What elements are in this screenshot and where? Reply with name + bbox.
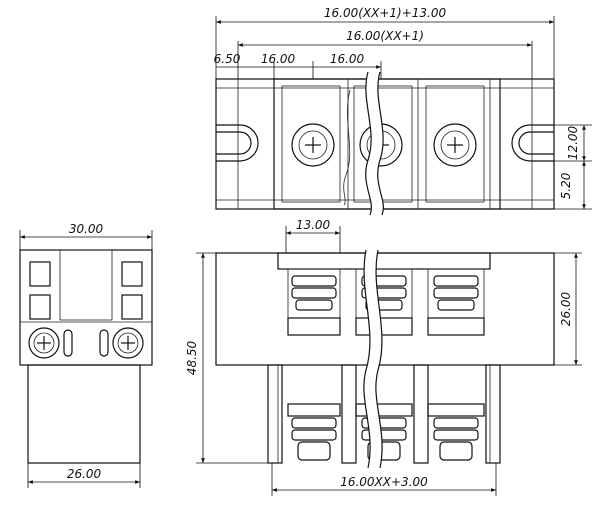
dim-front-upper: 26.00 [559, 291, 573, 326]
dim-top-edge: 6.50 [214, 52, 241, 66]
left-slot [216, 124, 259, 162]
break-line [365, 72, 384, 215]
break-line [363, 249, 371, 469]
dim-slot-width: 12.00 [566, 125, 580, 160]
dim-side-width: 30.00 [69, 222, 104, 236]
dim-front-height: 48.50 [185, 340, 199, 375]
dim-top-span: 16.00(XX+1) [346, 29, 424, 43]
side-dimensions [19, 230, 153, 488]
dim-front-pitch: 13.00 [296, 218, 331, 232]
dim-top-total: 16.00(XX+1)+13.00 [324, 6, 447, 20]
dim-side-base: 26.00 [67, 467, 102, 481]
top-dimensions [215, 16, 592, 210]
side-view [19, 249, 153, 464]
dim-slot-offset: 5.20 [559, 172, 573, 199]
screw-icon [112, 327, 144, 359]
top-view [215, 71, 555, 216]
terminal-column [287, 268, 341, 336]
front-view [215, 249, 555, 469]
terminal-column [355, 268, 413, 336]
dim-front-bottom: 16.00XX+3.00 [340, 475, 428, 489]
dim-top-pitch-1: 16.00 [261, 52, 296, 66]
front-dimensions [196, 226, 582, 496]
terminal-column [427, 268, 485, 336]
screw-icon [433, 123, 477, 167]
right-slot [511, 124, 554, 162]
dim-top-pitch-2: 16.00 [330, 52, 365, 66]
terminal-column-lower [355, 403, 413, 461]
terminal-column-lower [287, 403, 341, 461]
screw-icon [291, 123, 335, 167]
terminal-column-lower [427, 403, 485, 461]
screw-icon [28, 327, 60, 359]
